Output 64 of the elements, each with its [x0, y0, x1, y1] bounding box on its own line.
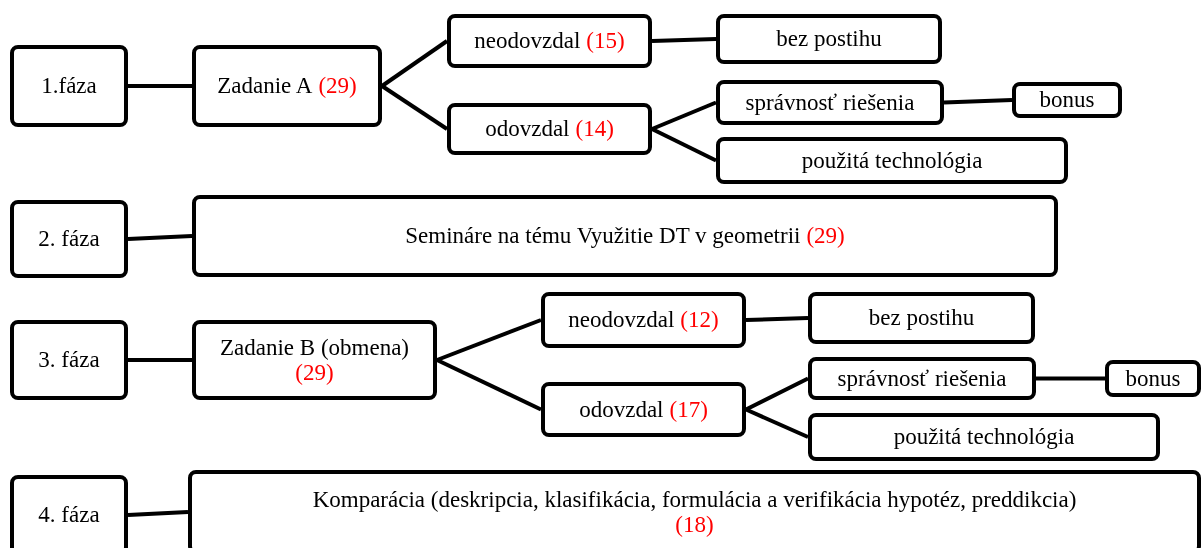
process-box	[188, 470, 1201, 548]
connector-line	[380, 39, 449, 88]
process-box	[192, 320, 437, 400]
box-label: neodovzdal	[474, 28, 581, 54]
connector-line	[651, 37, 717, 43]
process-box	[10, 320, 128, 400]
count-label: (29)	[294, 360, 335, 386]
process-box	[716, 137, 1068, 184]
process-box	[541, 292, 746, 348]
count-label: (29)	[806, 223, 845, 249]
box-label: správnosť riešenia	[837, 365, 1007, 392]
process-box	[1012, 82, 1122, 118]
box-label: odovzdal	[485, 116, 570, 142]
box-label: bez postihu	[868, 305, 975, 331]
connector-line	[651, 127, 717, 163]
connector-line	[745, 407, 809, 439]
count-label: (29)	[318, 73, 357, 99]
connector-line	[436, 358, 542, 412]
process-box	[716, 14, 942, 64]
box-label: bonus	[1039, 87, 1095, 113]
box-label: 3. fáza	[38, 347, 100, 373]
process-box	[808, 292, 1035, 344]
count-label: (14)	[575, 116, 614, 142]
process-box	[808, 413, 1160, 461]
count-label: (15)	[586, 28, 625, 54]
box-label: správnosť riešenia	[745, 89, 915, 116]
connector-line	[127, 510, 189, 517]
count-label: (18)	[674, 512, 715, 538]
connector-line	[128, 358, 192, 362]
connector-line	[127, 234, 193, 241]
process-box	[447, 103, 652, 155]
process-box	[541, 382, 746, 437]
connector-line	[436, 318, 542, 362]
count-label: (17)	[669, 396, 708, 423]
connector-line	[745, 376, 809, 412]
box-label: 4. fáza	[38, 502, 100, 528]
box-label: Semináre na tému Využitie DT v geometrii	[405, 223, 801, 249]
connector-line	[943, 98, 1013, 105]
box-label: bez postihu	[776, 26, 882, 52]
connector-line	[1036, 376, 1105, 381]
count-label: (12)	[680, 307, 719, 333]
box-label: Komparácia (deskripcia, klasifikácia, formulácia a verifikácia hypotéz, preddikcia)	[312, 486, 1077, 512]
box-label: použitá technológia	[893, 424, 1075, 450]
box-label: Zadanie A	[217, 73, 313, 99]
process-box	[192, 195, 1058, 277]
connector-line	[128, 84, 192, 88]
box-label: použitá technológia	[801, 147, 983, 174]
connector-line	[651, 100, 717, 131]
process-box	[1105, 360, 1201, 397]
box-label: Zadanie B (obmena)	[220, 334, 409, 360]
box-label: bonus	[1125, 365, 1181, 392]
process-box	[10, 45, 128, 127]
box-label: neodovzdal	[568, 307, 675, 333]
box-label: 1.fáza	[41, 73, 97, 99]
process-box	[447, 14, 652, 68]
box-label: odovzdal	[579, 396, 664, 423]
connector-line	[745, 316, 809, 322]
connector-line	[380, 84, 449, 131]
process-box	[10, 475, 128, 548]
process-box	[10, 200, 128, 278]
process-box	[192, 45, 382, 127]
process-box	[808, 357, 1036, 400]
process-box	[716, 80, 944, 125]
box-label: 2. fáza	[38, 226, 100, 252]
